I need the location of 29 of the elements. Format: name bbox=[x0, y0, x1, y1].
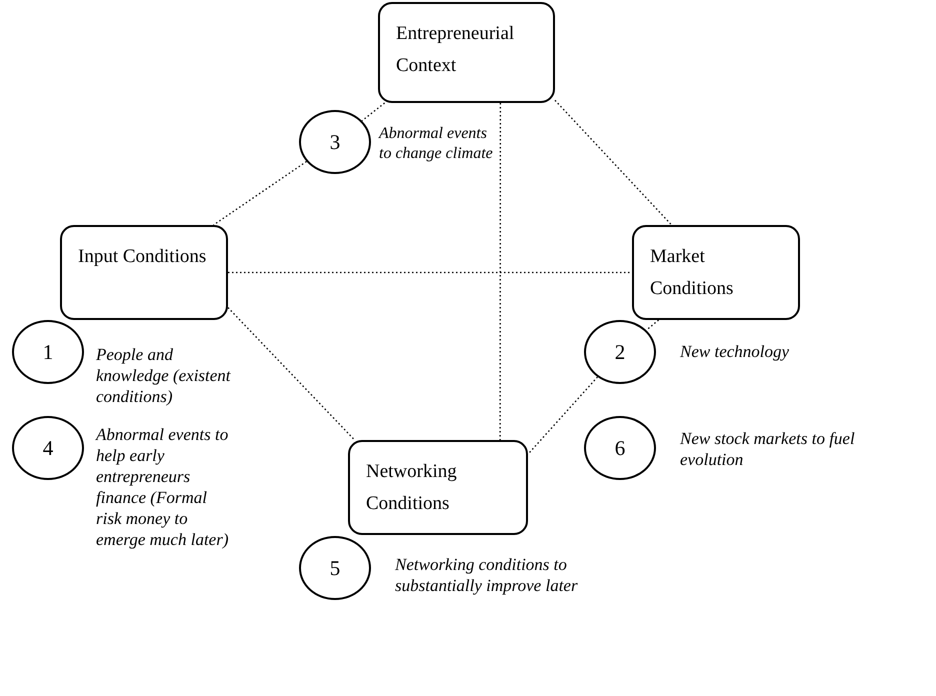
dotted-connector bbox=[528, 376, 598, 455]
annotation-text: New technology bbox=[680, 341, 790, 362]
dotted-connector bbox=[362, 102, 385, 122]
annotation-text: Abnormal events to change climate bbox=[379, 124, 494, 164]
box-label: Market Conditions bbox=[650, 245, 734, 301]
rounded-box bbox=[60, 225, 228, 320]
box-label: Entrepreneurial Context bbox=[396, 22, 516, 78]
circle-number: 4 bbox=[42, 436, 54, 460]
box-label: Input Conditions bbox=[78, 245, 208, 269]
box-label: Networking Conditions bbox=[366, 460, 458, 516]
rounded-box bbox=[378, 2, 555, 103]
circle-number: 6 bbox=[614, 436, 626, 460]
numbered-circle bbox=[584, 320, 656, 384]
circle-number: 2 bbox=[614, 340, 626, 364]
annotation-text: Networking conditions to substantially improve later bbox=[395, 554, 579, 596]
dotted-connector bbox=[646, 320, 660, 331]
annotation-text: Abnormal events to help early entrepreneurs finance (Formal risk money to emerge much later) bbox=[96, 424, 230, 550]
dotted-connector bbox=[228, 272, 632, 274]
dotted-connector bbox=[554, 100, 672, 226]
dotted-connector bbox=[213, 160, 307, 226]
dotted-connector bbox=[499, 103, 502, 440]
circle-number: 1 bbox=[42, 340, 54, 364]
dotted-connector bbox=[228, 307, 356, 440]
rounded-box bbox=[348, 440, 528, 535]
annotation-text: People and knowledge (existent conditions) bbox=[96, 344, 232, 407]
annotation-text: New stock markets to fuel evolution bbox=[680, 428, 856, 470]
rounded-box bbox=[632, 225, 800, 320]
circle-number: 5 bbox=[330, 556, 340, 580]
circle-number: 3 bbox=[330, 130, 340, 154]
